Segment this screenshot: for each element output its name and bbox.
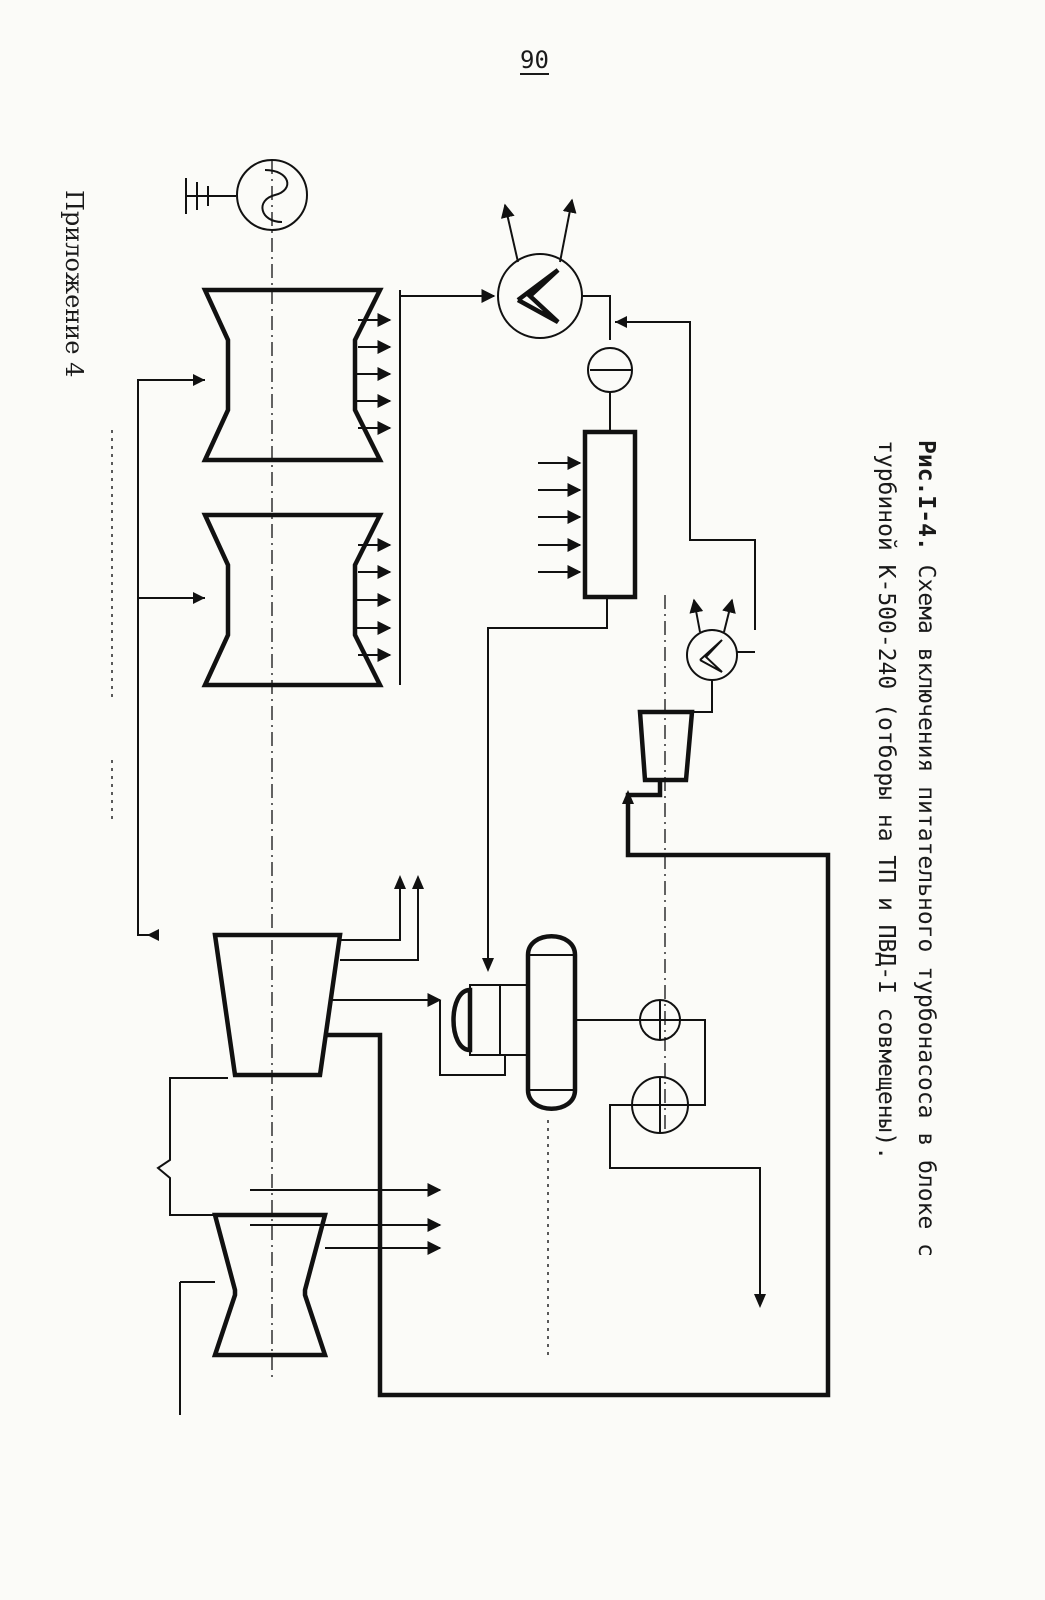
crossover-pipe xyxy=(137,379,205,936)
booster-to-feed-pump xyxy=(680,1019,706,1106)
condenser-icon xyxy=(497,198,583,339)
tp-condensate-return xyxy=(615,321,756,630)
deaerator-icon xyxy=(451,934,578,1111)
feed-water-outlet xyxy=(609,1104,761,1300)
reheat-line xyxy=(156,1077,228,1216)
lp-cylinder-1 xyxy=(201,512,392,688)
condensate-line xyxy=(582,295,611,340)
lp-cylinder-2 xyxy=(201,287,392,463)
page-number: 90 xyxy=(520,46,549,76)
generator-icon xyxy=(236,159,308,231)
feed-pump-icon xyxy=(631,1076,689,1134)
booster-pump-icon xyxy=(639,999,681,1041)
feed-turbine-icon xyxy=(637,680,713,783)
extraction-to-deaerator xyxy=(439,1000,506,1076)
hp-cylinder xyxy=(179,1183,442,1415)
ip-cylinder xyxy=(212,875,442,1078)
heater-to-deaerator xyxy=(487,597,608,965)
condensate-pump-icon xyxy=(587,347,633,393)
lp-heater-icon xyxy=(538,429,638,600)
tp-condenser-icon xyxy=(686,598,738,681)
ground-icon xyxy=(185,178,236,214)
feed-turbine-steam xyxy=(325,780,831,1398)
